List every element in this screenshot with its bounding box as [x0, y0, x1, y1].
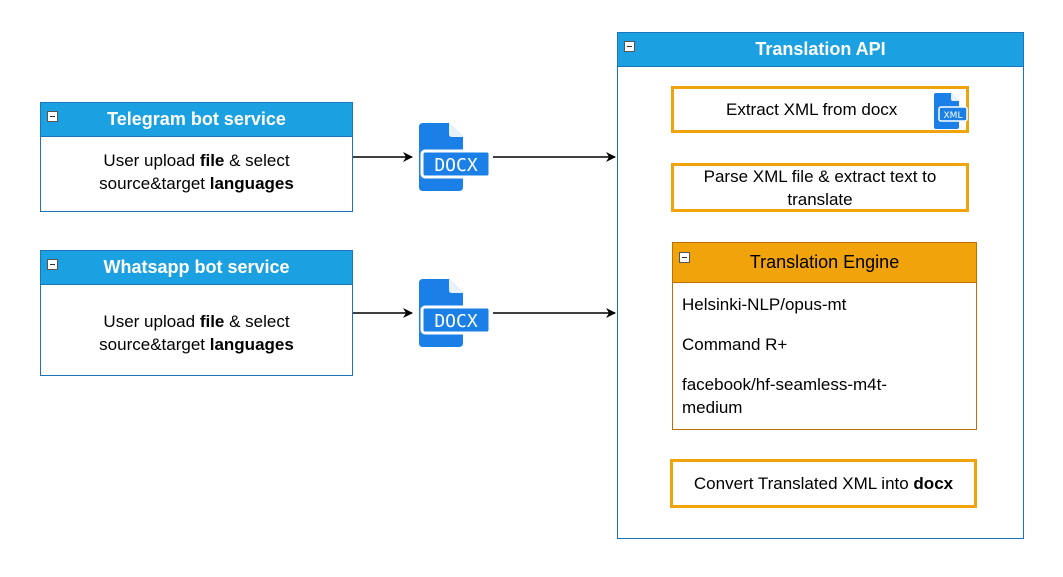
model-item: facebook/hf-seamless-m4t-medium [682, 375, 888, 417]
whatsapp-text-file: file [199, 312, 225, 331]
whatsapp-text-d: source&target [99, 335, 210, 354]
translation-engine-panel: Translation Engine Helsinki-NLP/opus-mt … [672, 242, 977, 430]
translation-engine-title: Translation Engine [749, 252, 900, 272]
extract-xml-step: Extract XML from docx [671, 86, 969, 133]
telegram-text-file: file [199, 151, 225, 170]
parse-xml-label: Parse XML file & extract text to transla… [703, 166, 937, 209]
telegram-description: User upload file & select source&target … [41, 149, 352, 195]
xml-file-icon: XML [934, 93, 968, 129]
convert-text-docx: docx [913, 474, 954, 493]
whatsapp-bot-service-panel: Whatsapp bot service User upload file & … [40, 250, 353, 376]
collapse-icon[interactable] [47, 259, 58, 270]
collapse-icon[interactable] [47, 111, 58, 122]
translation-api-title: Translation API [755, 39, 886, 59]
whatsapp-text-a: User upload [103, 312, 200, 331]
translation-engine-header: Translation Engine [673, 243, 976, 283]
telegram-text-d: source&target [99, 174, 210, 193]
convert-to-docx-step: Convert Translated XML into docx [670, 459, 977, 508]
docx-icon-label: DOCX [434, 311, 478, 332]
parse-xml-step: Parse XML file & extract text to transla… [671, 163, 969, 212]
collapse-icon[interactable] [679, 252, 690, 263]
whatsapp-description: User upload file & select source&target … [41, 310, 352, 356]
whatsapp-text-c: & select [224, 312, 290, 331]
convert-text: Convert Translated XML into [693, 474, 914, 493]
docx-file-icon: DOCX [419, 279, 492, 347]
xml-icon-label: XML [944, 111, 963, 121]
whatsapp-panel-header: Whatsapp bot service [41, 251, 352, 285]
model-item: Command R+ [682, 335, 788, 354]
convert-label: Convert Translated XML into docx [694, 472, 953, 495]
whatsapp-text-languages: languages [209, 335, 294, 354]
collapse-icon[interactable] [624, 41, 635, 52]
extract-xml-label: Extract XML from docx [726, 100, 898, 119]
telegram-panel-header: Telegram bot service [41, 103, 352, 137]
telegram-bot-service-panel: Telegram bot service User upload file & … [40, 102, 353, 212]
docx-file-icon: DOCX [419, 123, 492, 191]
telegram-panel-title: Telegram bot service [107, 109, 286, 129]
telegram-text-c: & select [224, 151, 290, 170]
translation-api-header: Translation API [618, 33, 1023, 67]
telegram-text-languages: languages [209, 174, 294, 193]
whatsapp-panel-title: Whatsapp bot service [103, 257, 290, 277]
docx-icon-label: DOCX [434, 155, 478, 176]
telegram-text-a: User upload [103, 151, 200, 170]
model-item: Helsinki-NLP/opus-mt [682, 295, 847, 314]
